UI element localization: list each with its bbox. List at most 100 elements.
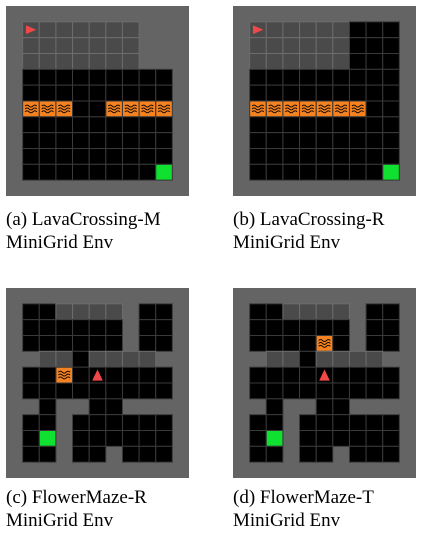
floor-cell bbox=[88, 382, 107, 400]
lava-wave bbox=[318, 339, 331, 343]
lava-cell bbox=[300, 101, 316, 117]
floor-cell bbox=[365, 132, 384, 149]
floor-cell bbox=[282, 350, 301, 368]
floor-cell bbox=[105, 148, 123, 165]
floor-cell bbox=[249, 116, 267, 134]
floor-cell bbox=[265, 116, 284, 134]
floor-cell bbox=[72, 335, 90, 352]
floor-cell bbox=[348, 53, 367, 70]
floor-cell bbox=[138, 68, 157, 86]
floor-cell bbox=[121, 163, 140, 181]
floor-cell bbox=[138, 430, 157, 447]
lava-wave bbox=[24, 104, 38, 108]
floor-cell bbox=[38, 37, 57, 54]
floor-cell bbox=[88, 53, 107, 70]
floor-cell bbox=[72, 116, 90, 134]
floor-cell bbox=[348, 366, 367, 384]
floor-cell bbox=[55, 382, 74, 400]
floor-cell bbox=[315, 430, 334, 447]
floor-cell bbox=[332, 350, 350, 368]
floor-cell bbox=[315, 53, 334, 70]
floor-cell bbox=[265, 350, 284, 368]
floor-cell bbox=[38, 382, 57, 400]
lava-wave bbox=[41, 107, 54, 111]
floor-cell bbox=[265, 132, 284, 149]
caption-flowermaze-t: (d) FlowerMaze-T MiniGrid Env bbox=[233, 486, 374, 532]
floor-cell bbox=[72, 68, 90, 86]
floor-cell bbox=[249, 319, 267, 336]
floor-cell bbox=[249, 430, 267, 447]
lava-cell bbox=[316, 336, 333, 351]
floor-cell bbox=[155, 303, 173, 321]
floor-cell bbox=[249, 303, 267, 321]
lava-cell bbox=[23, 101, 39, 117]
floor-cell bbox=[88, 163, 107, 181]
floor-cell bbox=[299, 366, 317, 384]
floor-cell bbox=[155, 414, 173, 431]
floor-cell bbox=[265, 37, 284, 54]
lava-wave bbox=[301, 104, 315, 108]
floor-cell bbox=[265, 303, 284, 321]
lava-wave bbox=[285, 104, 298, 108]
floor-cell bbox=[105, 398, 123, 416]
floor-cell bbox=[332, 37, 350, 54]
floor-cell bbox=[105, 163, 123, 181]
floor-cell bbox=[365, 53, 384, 70]
floor-cell bbox=[299, 132, 317, 149]
floor-cell bbox=[382, 430, 400, 447]
floor-cell bbox=[55, 132, 74, 149]
floor-cell bbox=[382, 21, 400, 39]
floor-cell bbox=[348, 350, 367, 368]
floor-cell bbox=[22, 148, 40, 165]
floor-cell bbox=[382, 53, 400, 70]
floor-cell bbox=[22, 382, 40, 400]
floor-cell bbox=[138, 163, 157, 181]
floor-cell bbox=[299, 414, 317, 431]
lava-wave bbox=[251, 104, 265, 108]
floor-cell bbox=[38, 335, 57, 352]
lava-cell bbox=[56, 367, 73, 383]
lava-wave bbox=[141, 107, 154, 111]
floor-cell bbox=[299, 68, 317, 86]
lava-cell bbox=[250, 101, 266, 117]
floor-cell bbox=[38, 303, 57, 321]
lava-wave bbox=[58, 376, 71, 380]
floor-cell bbox=[348, 414, 367, 431]
floor-cell bbox=[249, 445, 267, 463]
lava-wave bbox=[268, 104, 281, 108]
lava-cell bbox=[266, 101, 283, 117]
flowermaze-t-grid bbox=[233, 288, 416, 478]
floor-cell bbox=[249, 163, 267, 181]
floor-cell bbox=[365, 382, 384, 400]
floor-cell bbox=[315, 303, 334, 321]
floor-cell bbox=[332, 335, 350, 352]
floor-cell bbox=[55, 21, 74, 39]
lava-cell bbox=[139, 101, 156, 117]
caption-title: (d) FlowerMaze-T bbox=[233, 487, 374, 508]
floor-cell bbox=[105, 21, 123, 39]
lava-wave bbox=[41, 104, 54, 108]
lavacrossing-r-grid bbox=[233, 6, 416, 196]
floor-cell bbox=[249, 148, 267, 165]
floor-cell bbox=[121, 132, 140, 149]
floor-cell bbox=[315, 132, 334, 149]
floor-cell bbox=[265, 84, 284, 102]
floor-cell bbox=[365, 21, 384, 39]
goal-square bbox=[156, 164, 172, 180]
floor-cell bbox=[105, 366, 123, 384]
lava-wave bbox=[268, 110, 281, 114]
floor-cell bbox=[88, 148, 107, 165]
floor-cell bbox=[332, 21, 350, 39]
floor-cell bbox=[22, 303, 40, 321]
floor-cell bbox=[282, 382, 301, 400]
caption-lavacrossing-r: (b) LavaCrossing-R MiniGrid Env bbox=[233, 208, 384, 254]
floor-cell bbox=[155, 445, 173, 463]
floor-cell bbox=[365, 68, 384, 86]
floor-cell bbox=[348, 382, 367, 400]
floor-cell bbox=[88, 319, 107, 336]
floor-cell bbox=[365, 100, 384, 118]
floor-cell bbox=[121, 382, 140, 400]
lava-wave bbox=[124, 104, 137, 108]
floor-cell bbox=[138, 366, 157, 384]
floor-cell bbox=[105, 84, 123, 102]
